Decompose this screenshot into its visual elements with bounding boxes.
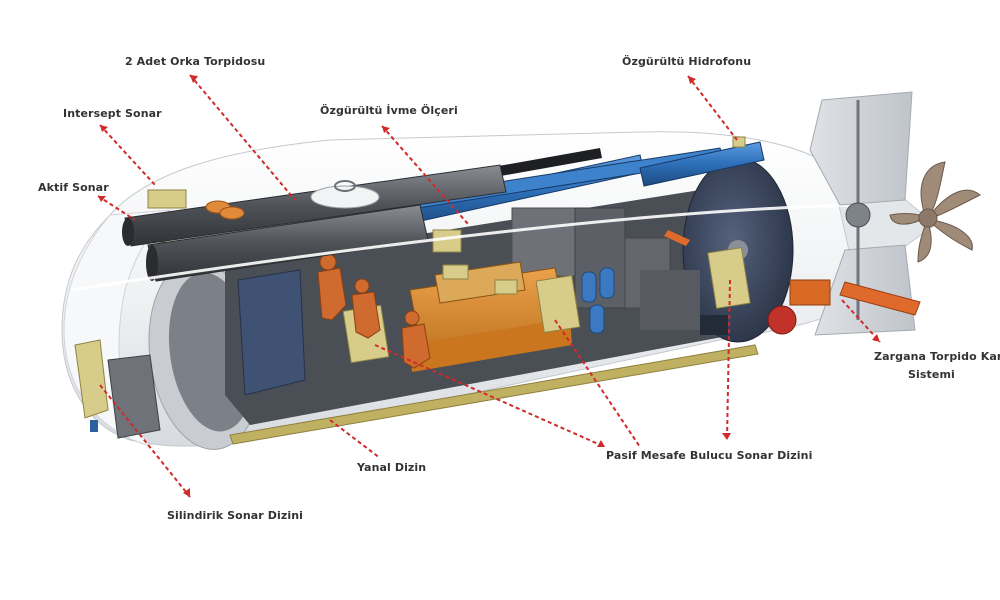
callout-aktif bbox=[97, 195, 136, 221]
label-intersept-sonar: Intersept Sonar bbox=[63, 107, 162, 120]
label-ozgurultu-ivme-olceri: Özgürültü İvme Ölçeri bbox=[320, 104, 458, 117]
callout-yanal bbox=[329, 419, 381, 459]
callout-zargana bbox=[841, 299, 881, 343]
callout-orka bbox=[189, 74, 296, 201]
callout-hidrofon bbox=[687, 75, 738, 141]
hull-seam bbox=[71, 203, 861, 292]
callout-arrowheads bbox=[98, 75, 880, 497]
callout-pasif-2 bbox=[554, 319, 641, 448]
label-orka-torpidosu: 2 Adet Orka Torpidosu bbox=[125, 55, 266, 68]
label-silindirik-sonar: Silindirik Sonar Dizini bbox=[167, 509, 304, 522]
callout-intersept bbox=[99, 124, 156, 186]
stern-assembly bbox=[664, 91, 981, 336]
callout-ivme bbox=[381, 125, 469, 225]
torpedo-tubes bbox=[122, 136, 765, 282]
label-aktif-sonar: Aktif Sonar bbox=[38, 181, 109, 194]
ballast-cylinders bbox=[581, 267, 615, 334]
label-ozgurultu-hidrofonu: Özgürültü Hidrofonu bbox=[622, 55, 752, 68]
label-yanal-dizin: Yanal Dizin bbox=[357, 461, 427, 474]
cylindrical-sonar-array bbox=[74, 339, 161, 439]
crew-figures bbox=[317, 253, 431, 369]
callout-silindirik bbox=[99, 384, 191, 498]
label-zargana-line1: Zargana Torpido Karşı Tedbir bbox=[874, 350, 1000, 363]
callout-pasif-3 bbox=[726, 279, 731, 441]
label-pasif-mesafe-bulucu: Pasif Mesafe Bulucu Sonar Dizini bbox=[606, 449, 813, 462]
label-zargana-line2: Sistemi bbox=[908, 368, 955, 381]
callout-lines bbox=[97, 74, 881, 498]
interior-cutaway bbox=[134, 157, 794, 445]
propeller bbox=[889, 161, 981, 263]
